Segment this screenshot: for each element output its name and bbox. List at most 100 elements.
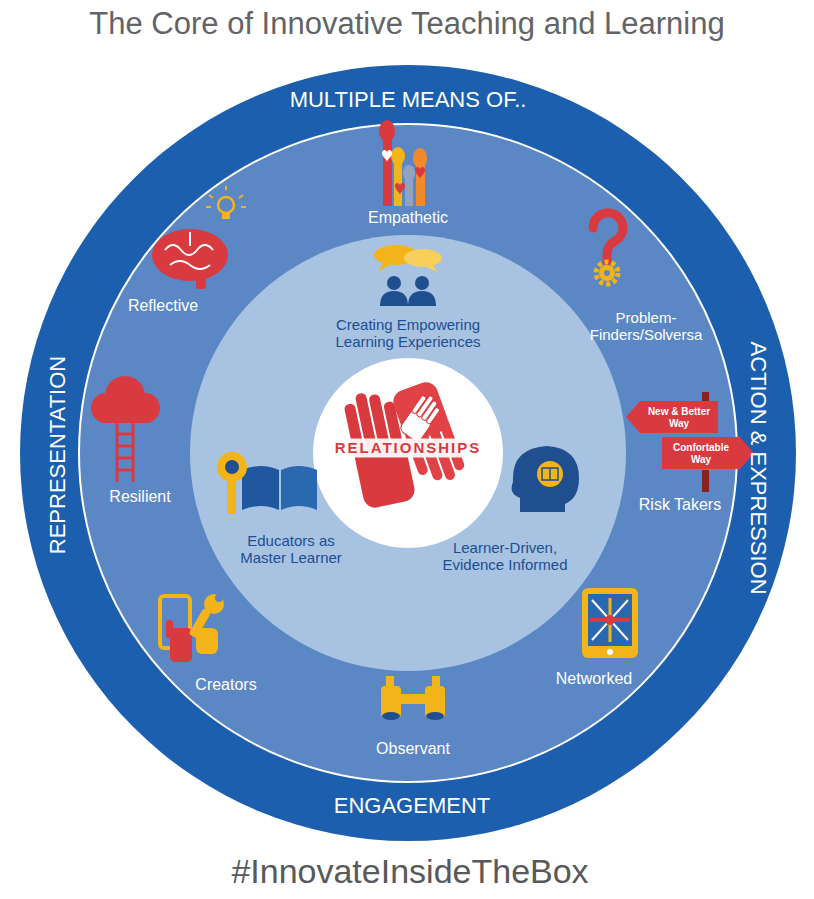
binoculars-icon — [425, 686, 445, 718]
network-tablet-icon — [592, 600, 628, 640]
raised-hands-icon — [416, 165, 425, 206]
joined-hands-icon — [416, 395, 434, 418]
joined-hands-icon — [390, 379, 468, 490]
brain-icon — [196, 275, 206, 289]
question-mark-icon — [599, 265, 615, 281]
sign-post — [702, 392, 709, 492]
question-mark-icon — [604, 270, 610, 276]
network-tablet-icon — [609, 598, 612, 642]
core-circle: Creating Empowering Learning Experiences… — [190, 235, 626, 671]
trait-label: Observant — [376, 740, 450, 758]
raised-hands-icon — [394, 162, 402, 206]
magnifier-book-icon — [217, 452, 317, 514]
raised-hands-icon — [405, 178, 413, 206]
cloud-ladder-icon — [117, 457, 133, 460]
magnifier-book-icon — [227, 480, 236, 514]
raised-hands-icon — [403, 165, 415, 181]
raised-hands-icon — [413, 148, 427, 168]
joined-hands-icon — [426, 407, 440, 425]
head-book-icon — [512, 446, 579, 512]
trait-ring-shape — [79, 124, 737, 782]
brain-icon — [152, 229, 228, 289]
joined-hands-icon — [399, 408, 434, 443]
trait-label: Reflective — [128, 297, 198, 315]
trait-ring: EmpatheticReflectiveProblem- Finders/Sol… — [78, 123, 738, 783]
lightbulb-icon — [239, 195, 243, 198]
core-label: Educators as Master Learner — [236, 532, 346, 567]
lightbulb-icon — [218, 197, 234, 213]
core-label: Creating Empowering Learning Experiences — [308, 316, 508, 351]
tablet-wrench-icon — [204, 594, 224, 614]
direction-sign-shape — [626, 401, 718, 433]
discussion-icon — [374, 245, 418, 265]
cloud-ladder-icon — [117, 445, 133, 448]
network-tablet-icon — [582, 588, 638, 658]
joined-hands-icon — [390, 379, 451, 444]
network-tablet-icon — [605, 615, 615, 625]
outer-ring-shape — [20, 65, 796, 841]
direction-sign-shape — [662, 437, 754, 469]
trait-label: Resilient — [109, 488, 170, 506]
joined-hands-icon — [342, 381, 443, 510]
joined-hands-icon — [415, 426, 444, 482]
cloud-ladder-icon — [130, 393, 160, 423]
core-circle-shape — [190, 235, 626, 671]
raised-hands-icon — [391, 147, 405, 165]
cloud-ladder-icon — [91, 376, 160, 482]
trait-label: Problem- Finders/Solversa — [576, 309, 716, 344]
hashtag-caption: #InnovateInsideTheBox — [231, 852, 588, 891]
cloud-ladder-icon — [116, 423, 119, 482]
lightbulb-icon — [222, 213, 230, 219]
discussion-icon — [415, 276, 429, 290]
tablet-wrench-icon — [215, 594, 223, 602]
center-label: RELATIONSHIPS — [332, 438, 485, 457]
sign-text: Confortable Way — [668, 442, 734, 465]
discussion-icon — [426, 264, 438, 272]
discussion-icon — [380, 291, 408, 306]
core-label: Learner-Driven, Evidence Informed — [435, 539, 575, 574]
tablet-wrench-icon — [189, 608, 212, 638]
raised-hands-icon — [379, 120, 395, 142]
trait-label: Creators — [195, 676, 256, 694]
network-tablet-icon — [607, 649, 613, 655]
joined-hands-icon — [411, 395, 427, 414]
ring-label: ENGAGEMENT — [334, 793, 490, 818]
ring-label: REPRESENTATION — [45, 356, 70, 554]
binoculars-icon — [432, 676, 440, 688]
discussion-icon — [378, 262, 390, 271]
cloud-ladder-icon — [132, 423, 135, 482]
joined-hands-icon — [353, 440, 416, 510]
question-mark-icon — [593, 213, 623, 284]
joined-hands-icon — [399, 392, 445, 443]
discussion-icon — [408, 291, 436, 306]
brain-icon — [170, 261, 210, 269]
binoculars-icon — [381, 676, 445, 720]
joined-hands-icon — [355, 392, 379, 459]
brain-icon — [189, 232, 191, 246]
diagram-title: The Core of Innovative Teaching and Lear… — [89, 6, 724, 42]
discussion-icon — [387, 276, 401, 290]
binoculars-icon — [382, 712, 400, 720]
direction-sign: New & Better Way — [626, 401, 718, 433]
brain-icon — [165, 245, 213, 255]
binoculars-icon — [399, 694, 427, 704]
joined-hands-icon — [404, 430, 429, 477]
discussion-icon — [374, 245, 442, 306]
raised-hands-icon — [415, 167, 425, 179]
lightbulb-icon — [206, 206, 211, 208]
magnifier-book-icon — [225, 460, 239, 474]
network-tablet-icon — [582, 588, 638, 658]
head-book-icon — [542, 468, 558, 480]
cloud-ladder-icon — [117, 469, 133, 472]
joined-hands-icon — [383, 401, 405, 454]
tablet-wrench-icon — [166, 620, 173, 638]
binoculars-icon — [381, 686, 401, 718]
binoculars-icon — [426, 712, 444, 720]
direction-sign: Confortable Way — [662, 437, 754, 469]
lightbulb-icon — [241, 206, 246, 208]
joined-hands-icon — [342, 379, 468, 510]
joined-hands-icon — [427, 422, 457, 482]
raised-hands-icon — [383, 138, 392, 206]
joined-hands-icon — [437, 417, 465, 472]
trait-label: Empathetic — [368, 209, 448, 227]
